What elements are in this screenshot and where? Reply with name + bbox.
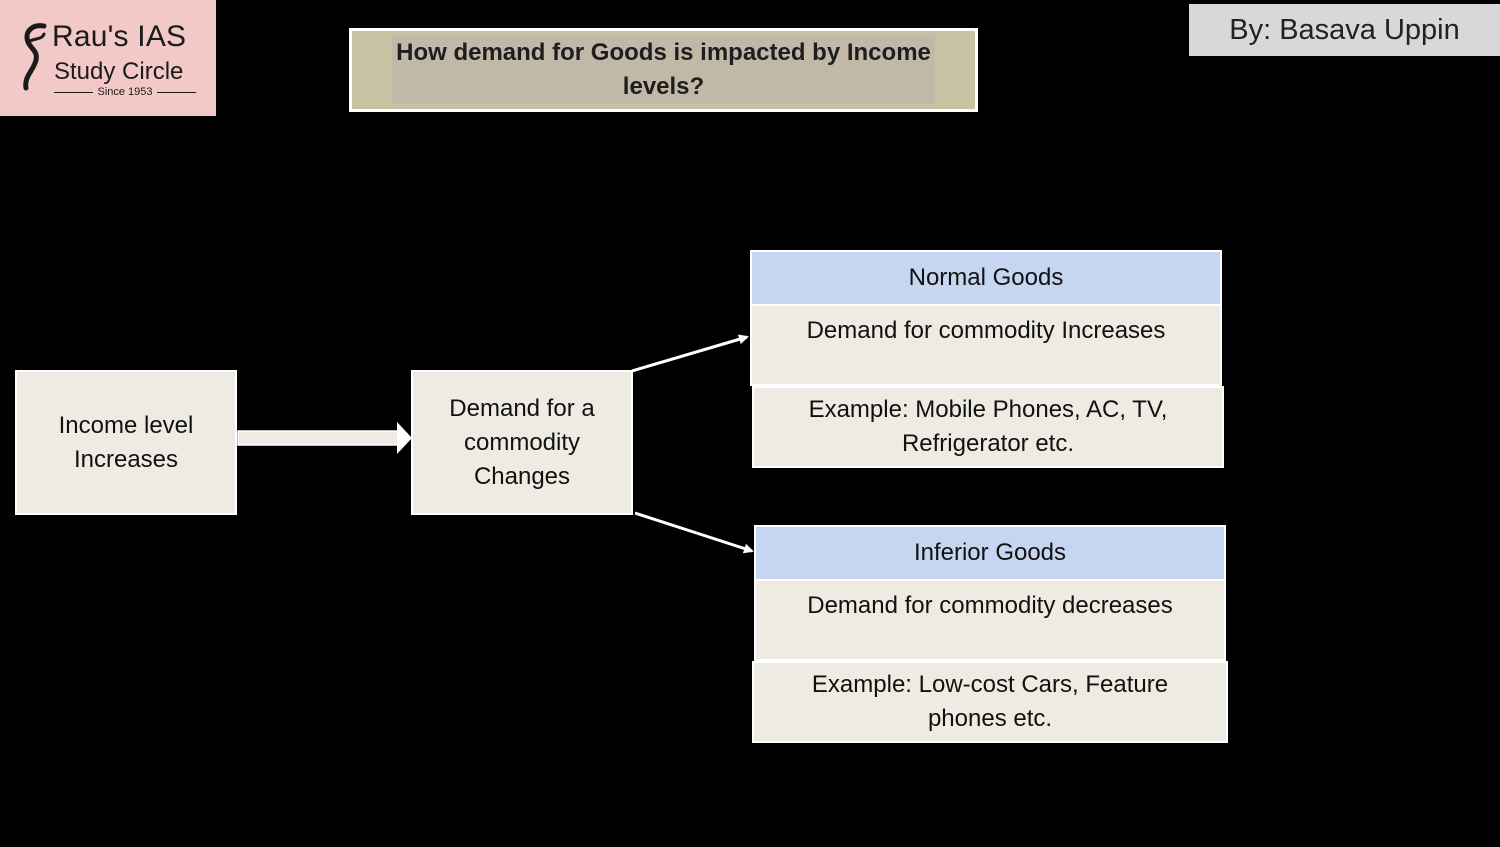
author-badge: By: Basava Uppin <box>1189 4 1500 56</box>
slide-title-text: How demand for Goods is impacted by Inco… <box>392 36 935 104</box>
normal-goods-example-text: Example: Mobile Phones, AC, TV, Refriger… <box>808 396 1168 457</box>
normal-goods-example: Example: Mobile Phones, AC, TV, Refriger… <box>752 386 1224 468</box>
logo-since: Since 1953 <box>54 86 197 98</box>
income-text: Income level Increases <box>58 411 194 473</box>
income-box: Income level Increases <box>15 370 237 515</box>
arrow-income-to-demand <box>237 422 412 454</box>
inferior-goods-example: Example: Low-cost Cars, Feature phones e… <box>752 661 1228 743</box>
logo-line2: Study Circle <box>54 58 184 85</box>
logo-since-text: Since 1953 <box>97 86 153 98</box>
inferior-goods-effect-text: Demand for commodity decreases <box>807 592 1173 619</box>
slide-title: How demand for Goods is impacted by Inco… <box>349 28 978 112</box>
normal-goods-effect-text: Demand for commodity Increases <box>806 317 1166 344</box>
logo-line1: Rau's IAS <box>52 20 187 53</box>
arrow-to-normal <box>631 334 749 373</box>
logo: Rau's IAS Study Circle Since 1953 <box>0 0 216 116</box>
arrow-to-inferior <box>634 511 754 554</box>
normal-goods-header: Normal Goods <box>750 250 1222 306</box>
demand-change-box: Demand for a commodity Changes <box>411 370 633 515</box>
inferior-goods-effect: Demand for commodity decreases <box>754 579 1226 661</box>
normal-goods-effect: Demand for commodity Increases <box>750 304 1222 386</box>
demand-change-text: Demand for a commodity Changes <box>449 394 595 490</box>
inferior-goods-header: Inferior Goods <box>754 525 1226 581</box>
inferior-goods-example-text: Example: Low-cost Cars, Feature phones e… <box>811 671 1169 732</box>
logo-mark-icon <box>23 23 47 91</box>
